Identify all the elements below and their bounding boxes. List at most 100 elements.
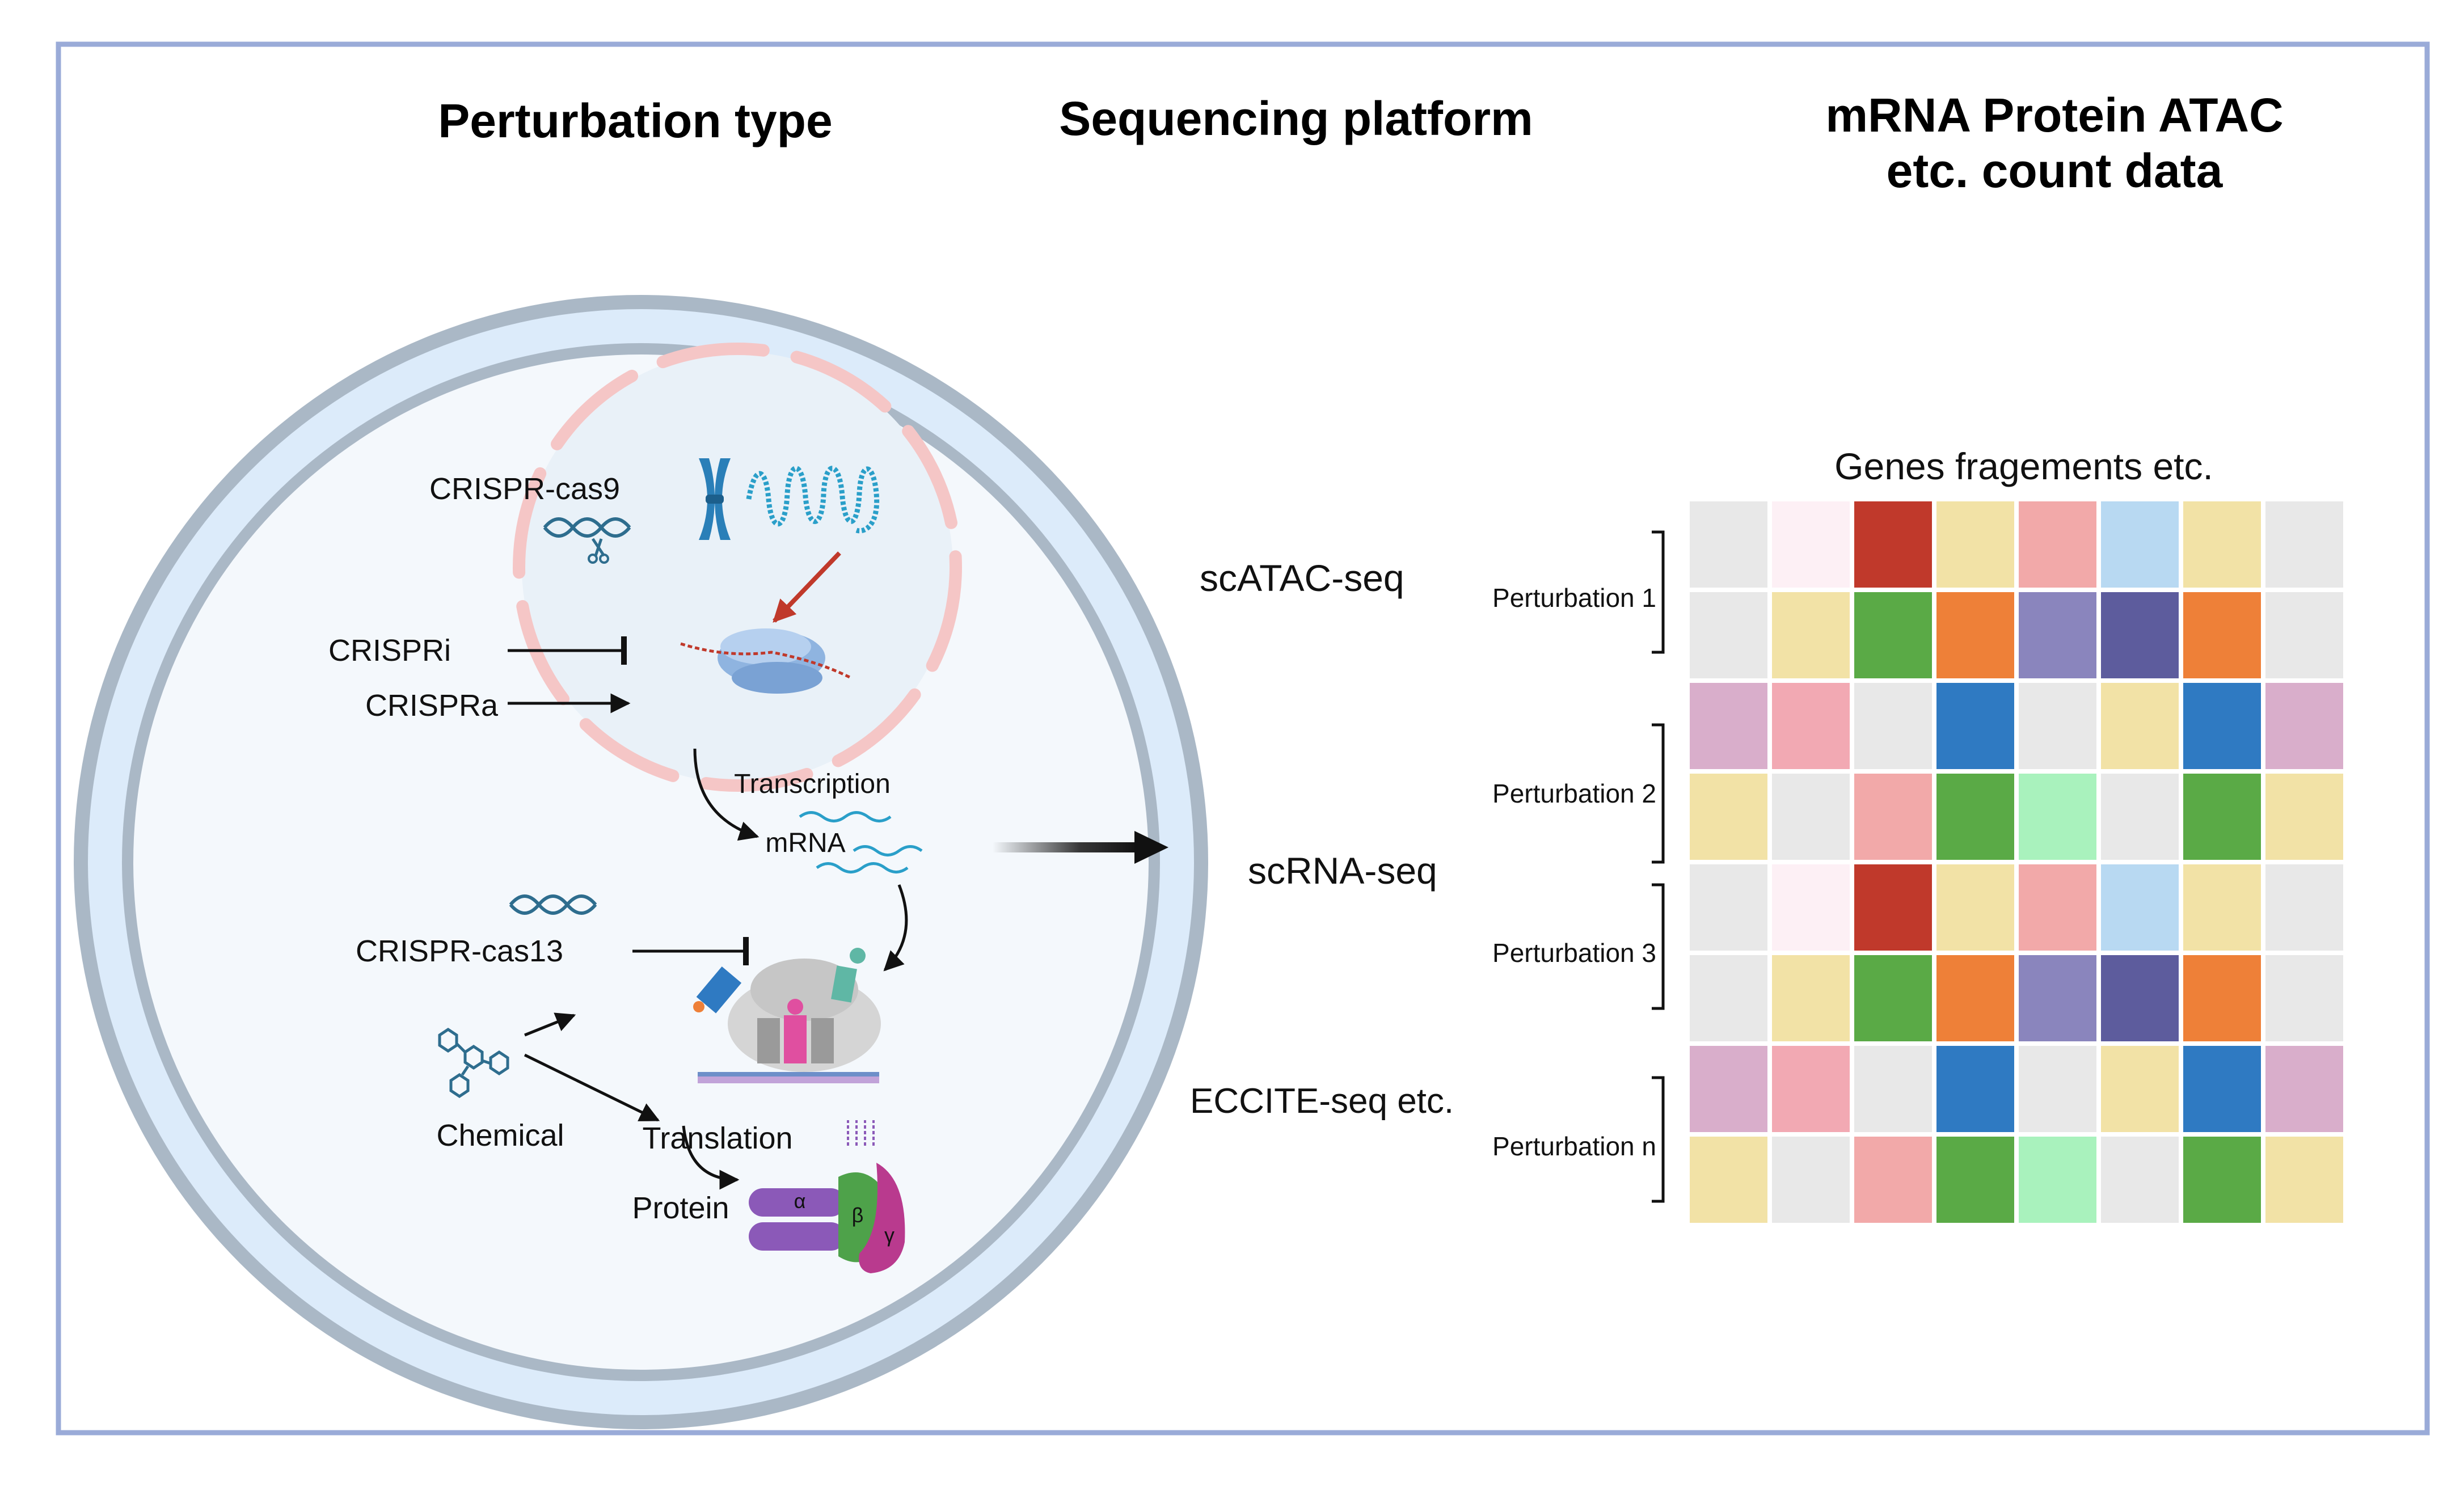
matrix-cell xyxy=(2183,774,2261,860)
label-translation: Translation xyxy=(642,1121,792,1155)
label-crispra: CRISPRa xyxy=(365,689,499,723)
matrix-cell xyxy=(1854,774,1932,860)
chemical-molecule-icon xyxy=(438,1027,509,1099)
trna-icon xyxy=(831,948,866,1003)
matrix-cell xyxy=(2019,501,2096,588)
chromosome-icon xyxy=(699,458,731,540)
rna-polymerase-icon xyxy=(680,628,852,694)
matrix-cell xyxy=(1936,683,2014,769)
label-crispr-cas9: CRISPR-cas9 xyxy=(429,472,620,506)
matrix-cell xyxy=(1772,1137,1850,1223)
matrix-column-header: Genes fragements etc. xyxy=(1834,445,2213,487)
chemical-arrow-up xyxy=(524,1012,576,1037)
matrix-cell xyxy=(1854,955,1932,1041)
matrix-cell xyxy=(2019,683,2096,769)
matrix-cell xyxy=(1936,1046,2014,1132)
platform-eccite: ECCITE-seq etc. xyxy=(1190,1082,1454,1121)
platform-scatac: scATAC-seq xyxy=(1200,557,1404,599)
transcription-arrow xyxy=(693,748,760,841)
matrix-cell xyxy=(1854,683,1932,769)
matrix-cell xyxy=(2183,864,2261,951)
crispr-cas13-dna-icon xyxy=(509,894,597,915)
matrix-cell xyxy=(1772,501,1850,588)
perturbation-brackets xyxy=(1652,530,1665,1203)
matrix-cell xyxy=(2019,592,2096,678)
matrix-cell xyxy=(1772,864,1850,951)
matrix-cell xyxy=(2101,1046,2179,1132)
header-count-data-line1: mRNA Protein ATAC xyxy=(1825,88,2283,142)
group-label-perturbation-n: Perturbation n xyxy=(1492,1132,1656,1161)
bracket-perturbation-n xyxy=(1652,1076,1665,1203)
matrix-cell xyxy=(1690,955,1767,1041)
matrix-cell xyxy=(1690,501,1767,588)
matrix-cell xyxy=(2101,864,2179,951)
matrix-cell xyxy=(2265,955,2343,1041)
matrix-cell xyxy=(2183,1137,2261,1223)
bracket-perturbation-3 xyxy=(1652,883,1665,1010)
label-beta: β xyxy=(852,1204,864,1227)
matrix-cell xyxy=(1690,592,1767,678)
matrix-cell xyxy=(2101,592,2179,678)
nuclear-envelope xyxy=(513,343,962,792)
big-arrow-shaft xyxy=(993,842,1137,852)
matrix-cell xyxy=(2265,1137,2343,1223)
matrix-cell xyxy=(2265,501,2343,588)
matrix-cell xyxy=(1772,774,1850,860)
matrix-cell xyxy=(2101,774,2179,860)
released-trna-icon xyxy=(693,966,742,1014)
header-count-data-line2: etc. count data xyxy=(1887,144,2223,197)
label-gamma: γ xyxy=(884,1223,895,1247)
matrix-cell xyxy=(1772,955,1850,1041)
matrix-cell xyxy=(2265,864,2343,951)
matrix-cell xyxy=(1854,1046,1932,1132)
nucleus xyxy=(522,352,953,783)
label-crispri: CRISPRi xyxy=(328,634,451,668)
protein-complex-icon xyxy=(749,1120,905,1273)
matrix-cell xyxy=(1936,1137,2014,1223)
matrix-cell xyxy=(1936,774,2014,860)
matrix-cell xyxy=(1690,1137,1767,1223)
red-arrow xyxy=(773,551,841,623)
label-mrna: mRNA xyxy=(765,828,845,858)
header-perturbation-type: Perturbation type xyxy=(438,94,832,147)
mrna-strand-icon xyxy=(799,811,923,873)
matrix-cell xyxy=(1690,774,1767,860)
matrix-cell xyxy=(1690,683,1767,769)
matrix-cell xyxy=(1936,955,2014,1041)
matrix-cell xyxy=(1690,1046,1767,1132)
matrix-cell xyxy=(2019,774,2096,860)
dna-strand-icon xyxy=(746,466,880,534)
matrix-cell xyxy=(2101,683,2179,769)
matrix-cell xyxy=(1936,592,2014,678)
translation-arrow xyxy=(682,1125,740,1190)
matrix-cell xyxy=(2183,501,2261,588)
matrix-cell xyxy=(2019,864,2096,951)
matrix-cell xyxy=(2183,683,2261,769)
matrix-cell xyxy=(2183,955,2261,1041)
matrix-cell xyxy=(2101,1137,2179,1223)
cell-diagram: CRISPR-cas9 CRISPRi CRISPRa Transcriptio… xyxy=(74,295,1208,1429)
big-arrow-head xyxy=(1134,831,1168,864)
matrix-cell xyxy=(2101,501,2179,588)
matrix-cell xyxy=(1854,1137,1932,1223)
label-protein: Protein xyxy=(632,1191,729,1225)
matrix-cell xyxy=(1854,592,1932,678)
chemical-arrow-down xyxy=(524,1053,660,1122)
label-crispr-cas13: CRISPR-cas13 xyxy=(356,934,563,968)
matrix-cell xyxy=(2265,1046,2343,1132)
mrna-to-ribosome-arrow xyxy=(883,884,908,972)
crispr-cas9-dna-icon xyxy=(543,517,631,564)
matrix-cell xyxy=(1690,864,1767,951)
bracket-perturbation-2 xyxy=(1652,723,1665,864)
label-chemical: Chemical xyxy=(436,1118,564,1153)
matrix-cell xyxy=(1772,683,1850,769)
platform-list: scATAC-seq scRNA-seq ECCITE-seq etc. xyxy=(1190,557,1454,1121)
label-transcription: Transcription xyxy=(734,769,891,799)
matrix-cell xyxy=(1936,864,2014,951)
label-alpha: α xyxy=(794,1189,806,1213)
platform-scrna: scRNA-seq xyxy=(1248,850,1437,892)
matrix-cell xyxy=(2101,955,2179,1041)
matrix-cell xyxy=(1854,501,1932,588)
